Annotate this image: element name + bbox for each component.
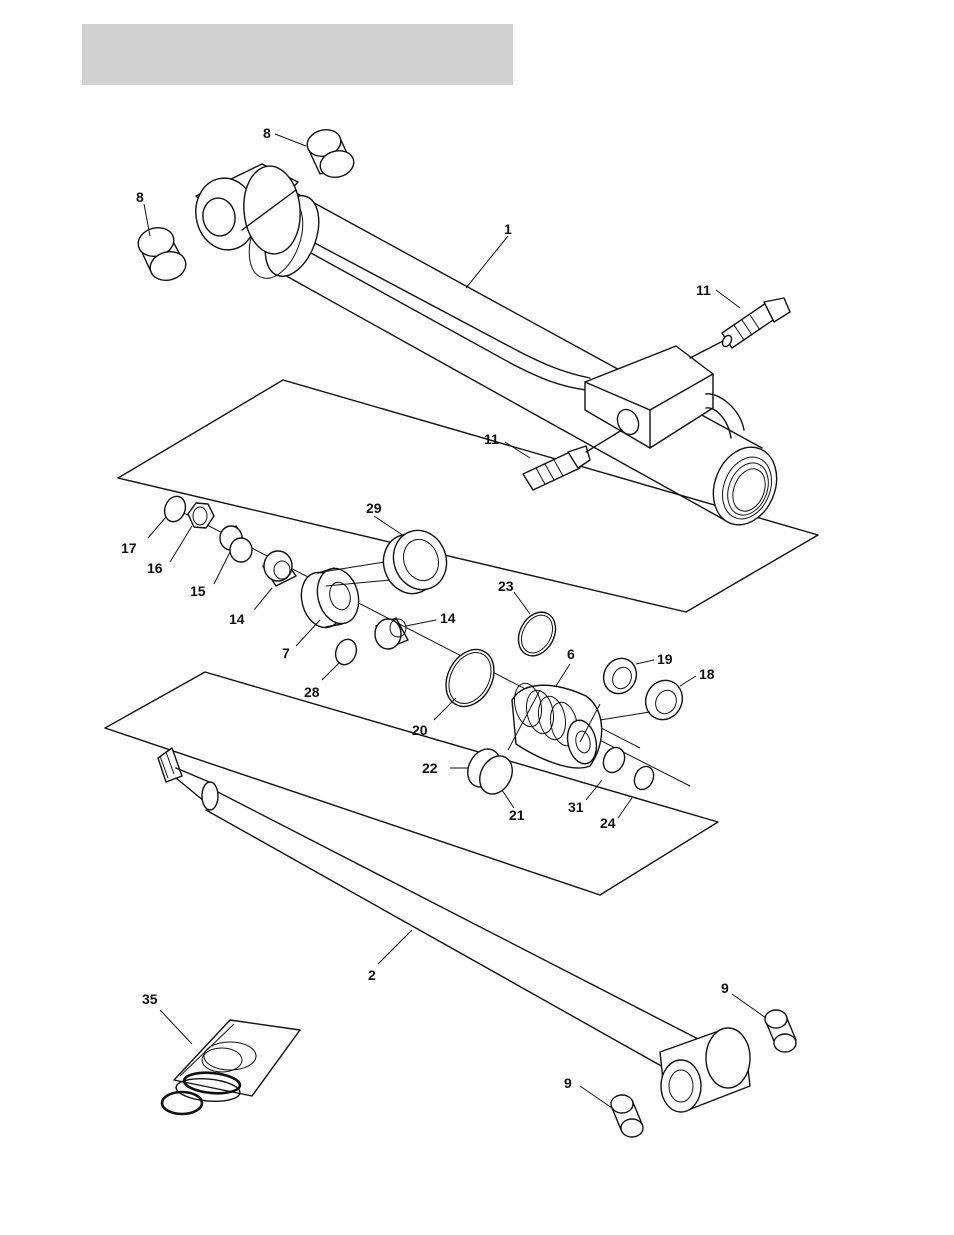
callout-18: 18 — [699, 666, 715, 682]
relief-valve-11-lower — [523, 430, 622, 490]
wiper-18 — [639, 674, 689, 725]
callout-9-lower: 9 — [564, 1075, 572, 1091]
callout-2: 2 — [368, 967, 376, 983]
callout-11-upper: 11 — [696, 282, 711, 298]
o-rings-22-21 — [461, 743, 518, 799]
callout-17: 17 — [121, 540, 137, 556]
callout-28: 28 — [304, 684, 320, 700]
callout-1: 1 — [504, 221, 512, 237]
callout-14-right: 14 — [440, 610, 456, 626]
callout-labels: 8 8 1 11 11 29 17 16 23 15 14 14 6 7 19 … — [121, 125, 729, 1091]
callout-22: 22 — [422, 760, 438, 776]
piston-7 — [295, 564, 364, 632]
o-ring-20 — [436, 641, 503, 715]
callout-8-upper: 8 — [263, 125, 271, 141]
callout-23: 23 — [498, 578, 514, 594]
bushing-9-lower — [611, 1095, 643, 1137]
lock-nut-16 — [188, 503, 214, 528]
relief-valve-11-upper — [690, 298, 790, 358]
spacer-15 — [220, 526, 252, 562]
retaining-ring-17 — [161, 493, 189, 524]
callout-9-right: 9 — [721, 980, 729, 996]
ring-31 — [599, 744, 628, 776]
callout-29: 29 — [366, 500, 382, 516]
callout-20: 20 — [412, 722, 428, 738]
o-ring-23 — [511, 606, 563, 663]
head-gland-6 — [511, 681, 602, 768]
bushing-8-upper — [304, 126, 357, 181]
callout-11-lower: 11 — [484, 431, 499, 447]
callout-21: 21 — [509, 807, 525, 823]
callout-16: 16 — [147, 560, 163, 576]
callout-15: 15 — [190, 583, 206, 599]
callout-8-left: 8 — [136, 189, 144, 205]
callout-19: 19 — [657, 651, 673, 667]
o-ring-28 — [332, 636, 360, 667]
bushing-9-right — [765, 1010, 796, 1052]
callout-6: 6 — [567, 646, 575, 662]
seal-19 — [598, 653, 642, 699]
spacer-14-right — [375, 618, 408, 649]
callout-31: 31 — [568, 799, 584, 815]
cylinder-barrel — [190, 164, 788, 535]
callout-35: 35 — [142, 991, 158, 1007]
bushing-8-left — [135, 224, 189, 284]
spacer-14-left — [263, 551, 296, 586]
rod-assembly-plane — [105, 672, 718, 895]
callout-7: 7 — [282, 645, 290, 661]
callout-14-left: 14 — [229, 611, 245, 627]
callout-24: 24 — [600, 815, 616, 831]
